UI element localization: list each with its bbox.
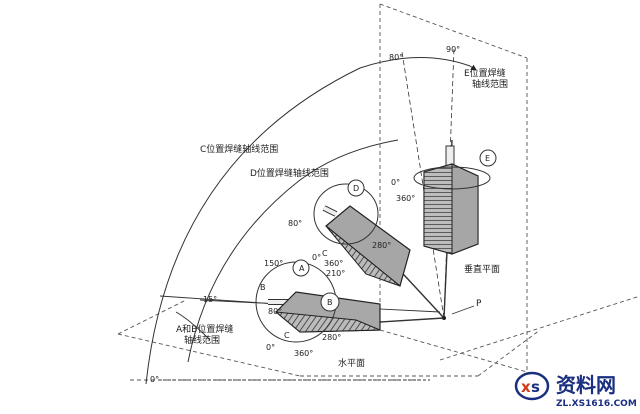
ab-zone-label-line2: 轴线范围 <box>184 334 220 346</box>
watermark-logo-icon: x s <box>514 371 550 401</box>
svg-text:s: s <box>531 378 540 396</box>
angle-210: 210° <box>326 269 345 278</box>
svg-text:x: x <box>521 378 531 396</box>
angle-80-top: 80° <box>389 53 403 62</box>
angle-0-ab: 0° <box>266 343 275 352</box>
angle-0-base: 0° <box>150 375 159 384</box>
angle-280-ab: 280° <box>322 333 341 342</box>
angle-80-ab: 80° <box>268 307 282 316</box>
watermark-url: ZL.XS1616.COM <box>556 399 637 409</box>
angle-280-d: 280° <box>372 241 391 250</box>
c-zone-arc <box>145 56 477 385</box>
marker-e: E <box>485 154 490 163</box>
marker-d: D <box>353 184 359 193</box>
marker-c-d: C <box>322 249 328 258</box>
angle-80-d: 80° <box>288 219 302 228</box>
point-p-dot <box>442 316 446 320</box>
angle-360-e: 360° <box>396 194 415 203</box>
point-p-label: P <box>476 299 482 309</box>
specimen-d <box>313 183 411 288</box>
specimen-ab <box>255 261 381 343</box>
vertical-plane-label: 垂直平面 <box>464 263 500 275</box>
marker-b-center: B <box>327 298 333 307</box>
horizontal-plane-label: 水平面 <box>338 357 365 369</box>
specimen-e <box>413 145 491 255</box>
angle-0-e: 0° <box>391 178 400 187</box>
ab-zone-label-line1: A和B位置焊缝 <box>176 323 233 335</box>
watermark-brand: 资料网 <box>556 373 616 397</box>
ab-zone-arc <box>175 311 211 341</box>
e-zone-label-line1: E位置焊缝 <box>464 67 506 79</box>
e-zone-label-line2: 轴线范围 <box>472 78 508 90</box>
watermark: x s 资料网 ZL.XS1616.COM <box>514 371 637 409</box>
horizontal-plane <box>117 295 640 381</box>
angle-150: 150° <box>264 259 283 268</box>
c-zone-label: C位置焊缝轴线范围 <box>200 143 278 155</box>
marker-c-ab: C <box>284 331 290 340</box>
d-zone-arc <box>187 139 399 363</box>
marker-a: A <box>299 264 305 273</box>
angle-360-d: 360° <box>324 259 343 268</box>
angle-15: 15° <box>203 295 217 304</box>
angle-360-ab: 360° <box>294 349 313 358</box>
marker-b-left: B <box>260 283 266 292</box>
angle-0-d: 0° <box>312 253 321 262</box>
vertical-plane <box>379 3 528 373</box>
marker-circles <box>292 149 497 277</box>
point-p-leader <box>451 305 475 315</box>
angle-90: 90° <box>446 45 460 54</box>
d-zone-label: D位置焊缝轴线范围 <box>250 167 329 179</box>
